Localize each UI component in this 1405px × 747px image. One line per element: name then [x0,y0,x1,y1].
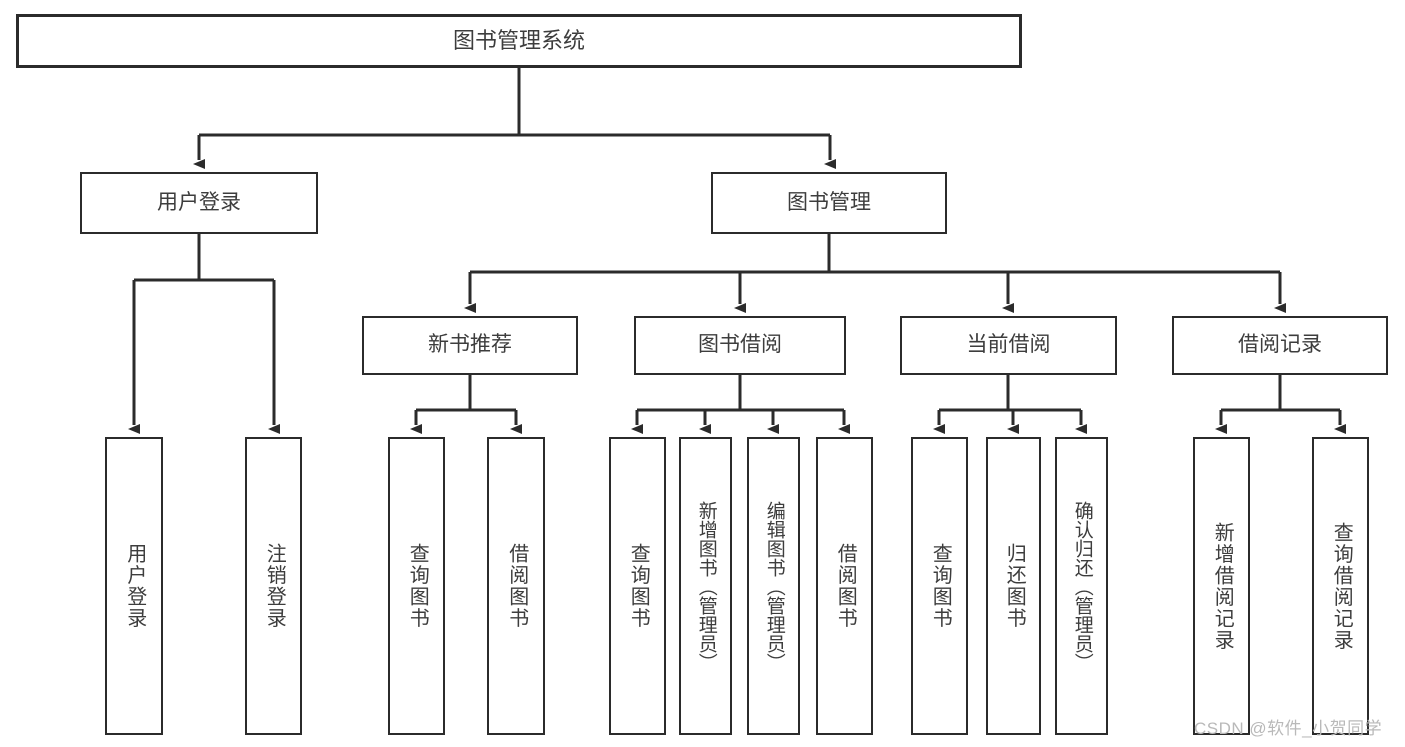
node-user-login[interactable]: 用户登录 [80,172,318,234]
node-label: 查询图书 [929,543,952,629]
node-label: 新书推荐 [428,333,512,357]
leaf-user-login[interactable]: 用户登录 [105,437,163,735]
node-label: 借阅记录 [1238,333,1322,357]
leaf-query-book-borrow[interactable]: 查询图书 [609,437,666,735]
leaf-logout-login[interactable]: 注销登录 [245,437,302,735]
node-label: 用户登录 [123,543,146,629]
node-root-system[interactable]: 图书管理系统 [16,14,1022,68]
node-label: 图书管理系统 [452,28,585,54]
leaf-query-book-recommend[interactable]: 查询图书 [388,437,445,735]
leaf-add-book-admin[interactable]: 新增图书（管理员） [679,437,732,735]
node-label: 确认归还（管理员） [1071,500,1093,672]
node-label: 注销登录 [263,543,286,629]
node-current-borrow[interactable]: 当前借阅 [900,316,1117,375]
node-label: 编辑图书（管理员） [763,500,785,672]
node-borrow-record[interactable]: 借阅记录 [1172,316,1388,375]
node-label: 新增图书（管理员） [695,500,717,672]
leaf-query-borrow-record[interactable]: 查询借阅记录 [1312,437,1369,735]
node-label: 图书借阅 [698,333,782,357]
node-label: 借阅图书 [505,543,528,629]
node-label: 归还图书 [1003,543,1026,629]
node-label: 图书管理 [787,190,871,214]
node-book-borrow[interactable]: 图书借阅 [634,316,846,375]
csdn-watermark: CSDN @软件_小贺同学 [1194,719,1383,738]
leaf-return-book[interactable]: 归还图书 [986,437,1041,735]
leaf-confirm-return-admin[interactable]: 确认归还（管理员） [1055,437,1108,735]
node-new-book-recommend[interactable]: 新书推荐 [362,316,578,375]
node-label: 查询图书 [406,543,429,629]
leaf-edit-book-admin[interactable]: 编辑图书（管理员） [747,437,800,735]
node-book-manage[interactable]: 图书管理 [711,172,947,234]
node-label: 用户登录 [157,190,241,214]
node-label: 查询图书 [627,543,650,629]
leaf-borrow-book-recommend[interactable]: 借阅图书 [487,437,545,735]
leaf-borrow-book[interactable]: 借阅图书 [816,437,873,735]
node-label: 借阅图书 [834,543,857,629]
leaf-query-book-current[interactable]: 查询图书 [911,437,968,735]
node-label: 新增借阅记录 [1211,521,1234,651]
leaf-add-borrow-record[interactable]: 新增借阅记录 [1193,437,1250,735]
node-label: 查询借阅记录 [1330,521,1353,651]
node-label: 当前借阅 [966,333,1051,357]
